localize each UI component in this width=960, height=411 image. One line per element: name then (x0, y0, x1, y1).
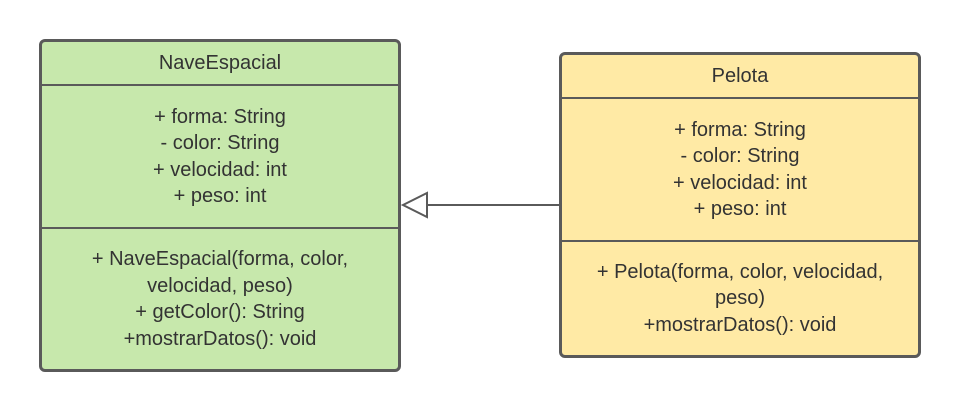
attribute: + peso: int (173, 185, 267, 207)
attribute: + forma: String (674, 118, 806, 141)
attributes-section: + forma: String - color: String + veloci… (562, 97, 918, 240)
attribute: + peso: int (693, 198, 787, 220)
methods-section: + NaveEspacial(forma, color, velocidad, … (42, 227, 398, 369)
class-name: NaveEspacial (158, 51, 282, 74)
class-box-pelota[interactable]: Pelota + forma: String - color: String +… (559, 52, 921, 358)
method: + NaveEspacial(forma, color, (91, 248, 349, 270)
generalization-arrowhead-icon (400, 191, 428, 219)
class-name-section: Pelota (562, 55, 918, 97)
attribute: + velocidad: int (673, 171, 807, 194)
method: velocidad, peso) (147, 274, 293, 297)
class-name: Pelota (711, 64, 769, 87)
method: + getColor(): String (135, 301, 305, 323)
class-name-section: NaveEspacial (42, 42, 398, 84)
attribute: - color: String (160, 132, 280, 154)
method: + Pelota(forma, color, velocidad, (596, 260, 884, 283)
attribute: + forma: String (154, 105, 286, 128)
attribute: + velocidad: int (153, 158, 287, 181)
method: +mostrarDatos(): void (643, 313, 837, 336)
class-box-naveespacial[interactable]: NaveEspacial + forma: String - color: St… (39, 39, 401, 372)
attributes-section: + forma: String - color: String + veloci… (42, 84, 398, 227)
method: peso) (714, 287, 766, 310)
method: +mostrarDatos(): void (123, 327, 317, 350)
methods-section: + Pelota(forma, color, velocidad, peso) … (562, 240, 918, 355)
attribute: - color: String (680, 145, 800, 167)
